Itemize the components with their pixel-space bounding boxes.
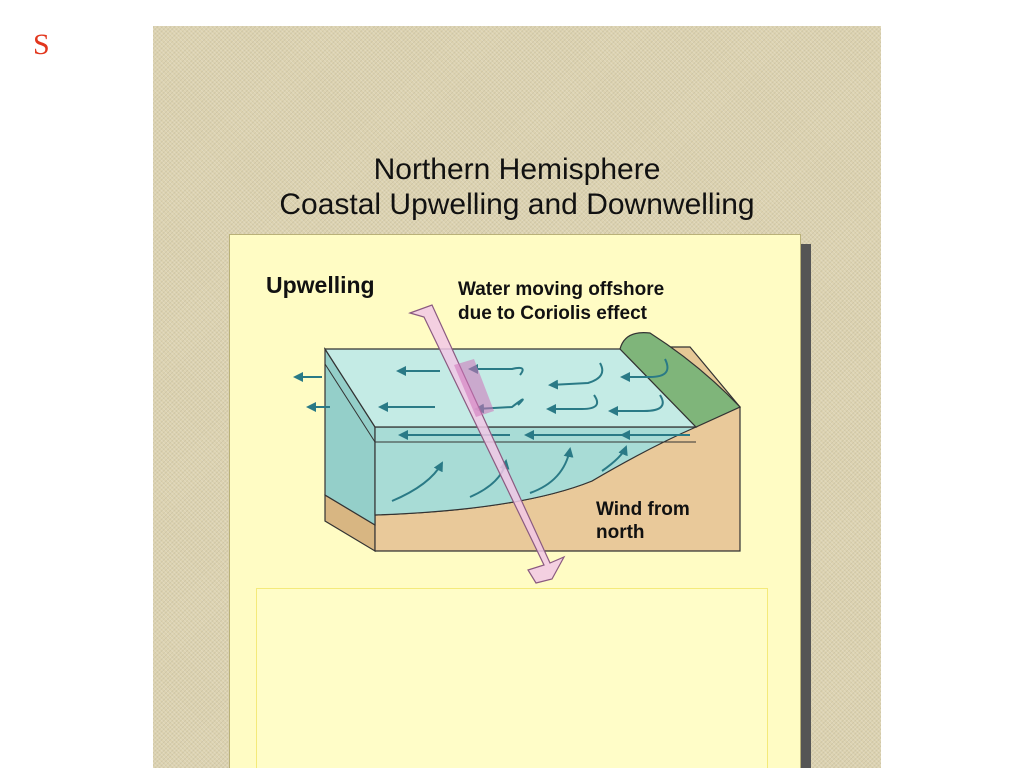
- rising-arrow-1: [391, 461, 443, 502]
- land-green-top: [619, 331, 742, 428]
- curl-arrow-1: [468, 364, 524, 376]
- diagram-card: Upwelling Water moving offshore due to C…: [229, 234, 801, 768]
- lower-empty-box: [256, 588, 768, 768]
- curl-arrow-3: [548, 362, 604, 390]
- surface-arrows: [378, 358, 690, 440]
- figure-title: Northern Hemisphere Coastal Upwelling an…: [153, 152, 881, 222]
- surface-layer-line: [324, 363, 696, 443]
- slide-corner-letter: S: [33, 28, 50, 61]
- wind-arrow-overlap: [454, 359, 494, 417]
- upwelling-label: Upwelling: [266, 272, 375, 298]
- curl-arrow-5: [620, 358, 669, 382]
- water-front-face: [374, 426, 697, 516]
- wind-arrow: [408, 304, 566, 584]
- rising-arrow-4: [601, 445, 628, 472]
- rising-arrow-3: [529, 447, 574, 494]
- curl-arrow-4: [546, 394, 598, 414]
- figure-title-line1: Northern Hemisphere: [373, 153, 661, 186]
- figure-panel: Northern Hemisphere Coastal Upwelling an…: [153, 26, 881, 768]
- offshore-label-line2: due to Coriolis effect: [458, 303, 648, 324]
- upwelling-diagram: Upwelling Water moving offshore due to C…: [266, 272, 742, 584]
- wind-label-line2: north: [596, 522, 645, 543]
- offshore-label-line1: Water moving offshore: [458, 279, 664, 300]
- curl-arrow-6: [608, 394, 664, 416]
- curl-arrow-2: [474, 398, 524, 414]
- wind-label-line1: Wind from: [596, 499, 690, 520]
- figure-title-line2: Coastal Upwelling and Downwelling: [279, 188, 755, 221]
